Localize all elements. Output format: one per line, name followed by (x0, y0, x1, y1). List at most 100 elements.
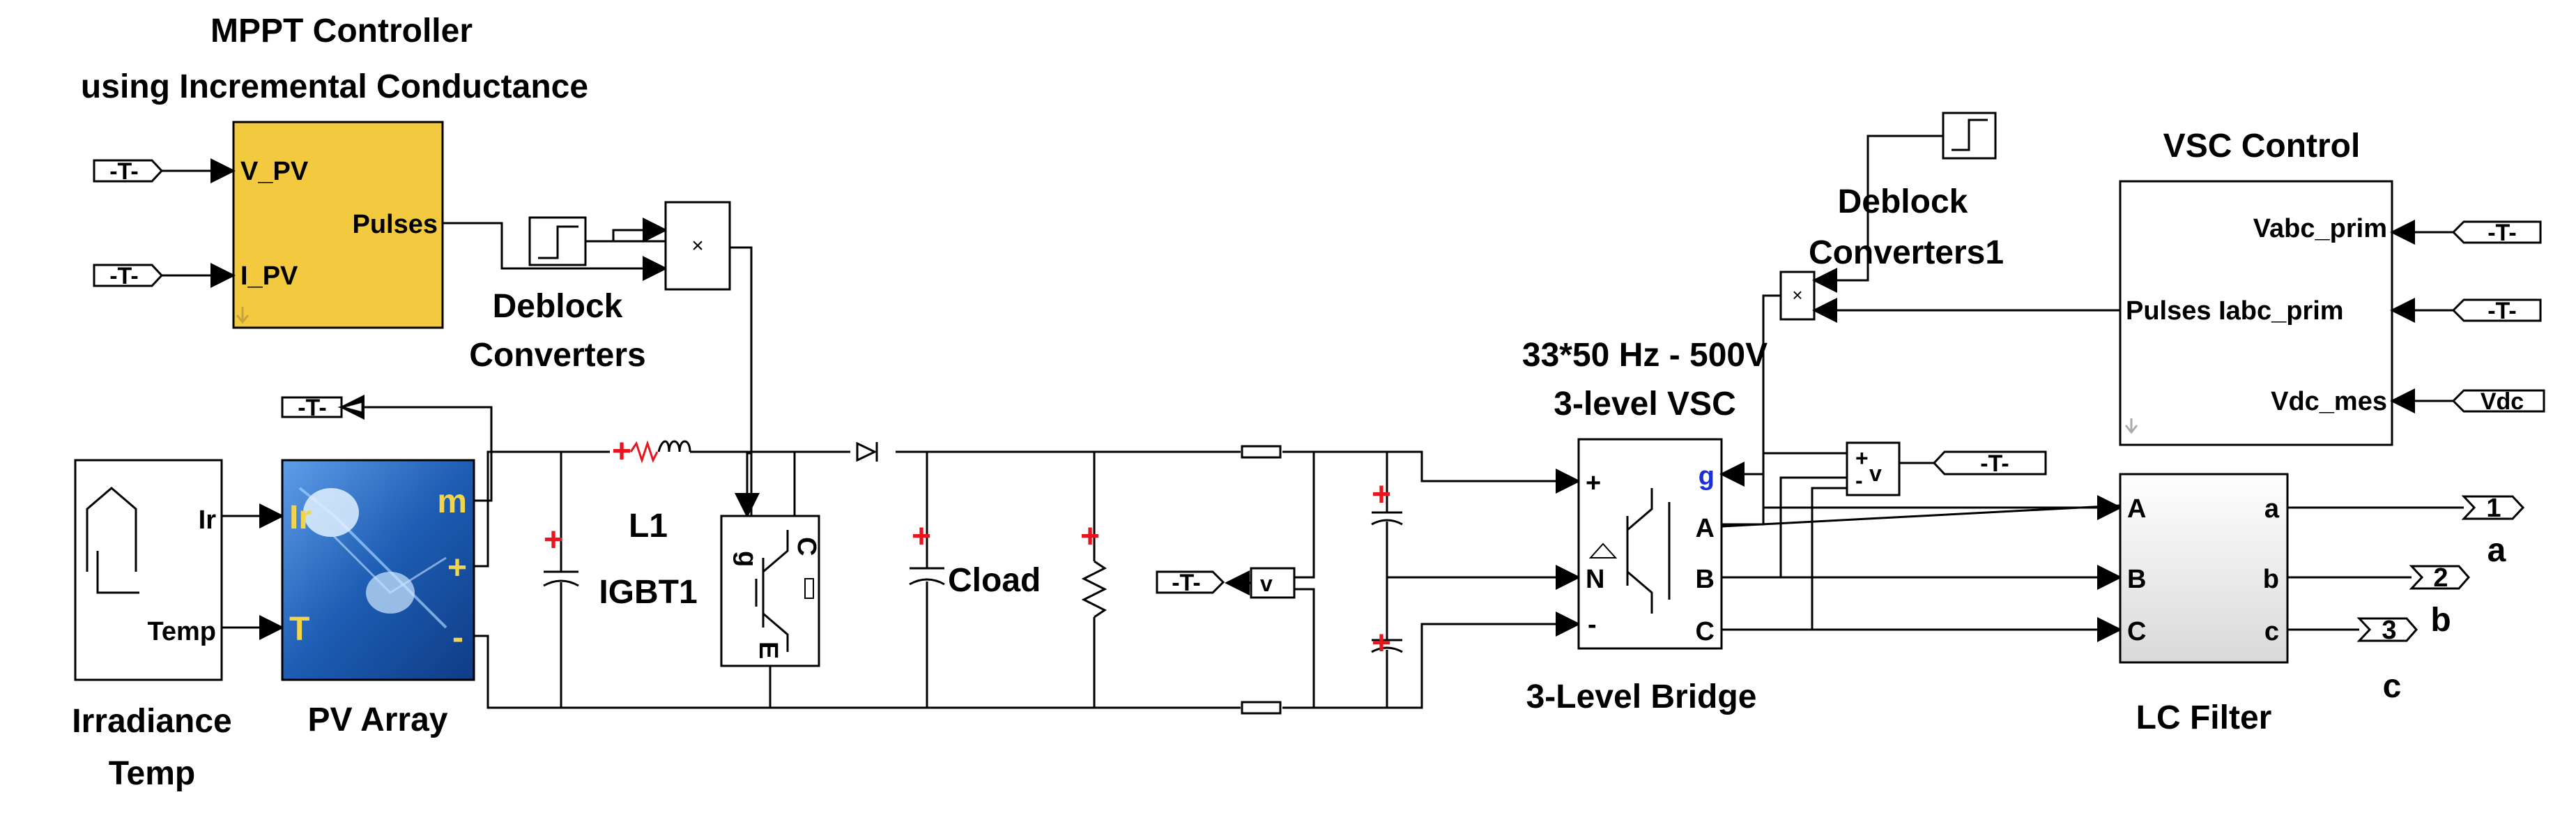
lc-port-b: b (2263, 565, 2279, 594)
irradiance-label: Irradiance (72, 703, 231, 740)
svg-text:-T-: -T- (2487, 298, 2517, 324)
deblock-label: Deblock (493, 288, 623, 325)
pv-port-t: T (289, 611, 309, 648)
product-block-2[interactable]: × (1779, 271, 1816, 321)
svg-text:Vdc: Vdc (2481, 388, 2524, 415)
bridge-port-a: A (1696, 514, 1715, 543)
voltage-measurement-dc[interactable]: v (1250, 567, 1296, 599)
svg-text:+: + (1080, 518, 1100, 555)
svg-text:v: v (1869, 461, 1882, 486)
l1-label: L1 (629, 508, 668, 545)
bridge-port-n: N (1586, 565, 1604, 594)
pv-port-minus: - (452, 619, 463, 656)
outport-a-label: a (2487, 532, 2506, 569)
cload-capacitor[interactable]: + (909, 452, 945, 708)
from-tag-vdc[interactable]: Vdc (2451, 388, 2545, 415)
vsc-title-line1: 33*50 Hz - 500V (1522, 337, 1768, 374)
lc-port-A: A (2127, 494, 2146, 524)
mppt-port-pulses: Pulses (352, 210, 438, 239)
dc-connector-top (1241, 445, 1282, 459)
vsc-port-pulses: Pulses Iabc_prim (2126, 296, 2344, 326)
from-tag-ipv[interactable]: -T- (93, 263, 164, 289)
inductor-l1[interactable]: + (612, 433, 691, 470)
svg-text:-T-: -T- (1172, 570, 1201, 596)
dc-connector-bottom (1241, 701, 1282, 715)
lc-port-B: B (2127, 565, 2146, 594)
pv-array-block[interactable] (281, 459, 475, 681)
cload-label: Cload (948, 562, 1041, 599)
bridge-port-c: C (1696, 617, 1715, 646)
dc-split-capacitors[interactable]: + + (1371, 452, 1403, 708)
vsc-port-vdc: Vdc_mes (2271, 387, 2387, 416)
lc-filter-block[interactable] (2119, 473, 2289, 664)
converters1-label: Converters1 (1809, 234, 2004, 271)
deblock1-label: Deblock (1838, 183, 1968, 220)
svg-text:-T-: -T- (109, 158, 139, 185)
svg-text:g: g (733, 551, 762, 567)
pv-port-ir: Ir (289, 499, 312, 536)
svg-text:-T-: -T- (2487, 220, 2517, 246)
voltage-measurement-ac[interactable]: + - v (1846, 441, 1901, 496)
irr-port-temp: Temp (147, 617, 216, 646)
bridge-label: 3-Level Bridge (1526, 678, 1757, 715)
svg-text:E: E (753, 641, 783, 659)
deblock-step-block[interactable] (528, 216, 668, 266)
from-tag-iabc[interactable]: -T- (2451, 298, 2542, 324)
outport-2[interactable]: 2 (2409, 563, 2470, 593)
pv-capacitor[interactable]: + (543, 452, 579, 708)
pv-port-plus: + (447, 549, 467, 586)
outport-3[interactable]: 3 (2356, 616, 2418, 645)
three-level-bridge-block[interactable] (1577, 438, 1723, 650)
vsc-port-vabc: Vabc_prim (2253, 214, 2387, 243)
outport-1[interactable]: 1 (2461, 494, 2525, 523)
bridge-port-minus: - (1588, 610, 1597, 639)
goto-tag-vdc-meas[interactable]: -T- (1156, 570, 1225, 596)
bridge-port-plus: + (1586, 469, 1601, 498)
svg-text:2: 2 (2433, 563, 2448, 593)
mask-arrow-icon (236, 307, 250, 324)
mask-arrow-icon-2 (2124, 418, 2138, 434)
svg-text:×: × (691, 234, 704, 257)
mppt-title-line2: using Incremental Conductance (81, 68, 588, 105)
deblock1-step-block[interactable] (1942, 112, 1997, 160)
outport-b-label: b (2430, 602, 2451, 639)
temp-label: Temp (109, 755, 195, 792)
goto-tag-vabc-meas[interactable]: -T- (1932, 450, 2047, 477)
mppt-port-vpv: V_PV (240, 157, 309, 186)
lc-filter-label: LC Filter (2136, 699, 2272, 736)
svg-text:-: - (1855, 468, 1863, 493)
svg-text:+: + (612, 433, 631, 470)
mppt-controller-block[interactable] (232, 121, 444, 329)
igbt1-block[interactable]: g C E (720, 452, 821, 708)
irr-port-ir: Ir (199, 506, 217, 535)
igbt1-label: IGBT1 (599, 574, 697, 611)
lc-port-a: a (2264, 494, 2280, 524)
pv-array-label: PV Array (308, 701, 448, 738)
from-tag-vpv[interactable]: -T- (93, 158, 164, 185)
mppt-port-ipv: I_PV (240, 261, 298, 291)
svg-text:v: v (1260, 571, 1273, 596)
svg-text:+: + (912, 518, 931, 555)
boost-diode[interactable] (856, 441, 878, 462)
svg-text:C: C (792, 537, 821, 556)
svg-text:+: + (544, 522, 563, 559)
svg-text:-T-: -T- (298, 395, 327, 421)
vsc-control-title: VSC Control (2163, 128, 2361, 165)
svg-text:-T-: -T- (1980, 450, 2009, 477)
svg-text:3: 3 (2382, 616, 2396, 645)
svg-text:1: 1 (2486, 494, 2501, 523)
lc-port-c: c (2264, 617, 2279, 646)
svg-text:×: × (1792, 284, 1802, 305)
goto-tag-pv-m[interactable]: -T- (281, 395, 343, 421)
mppt-title-line1: MPPT Controller (210, 13, 473, 50)
svg-text:-T-: -T- (109, 263, 139, 289)
vsc-control-block[interactable] (2119, 180, 2393, 446)
irradiance-temp-block[interactable] (74, 459, 223, 681)
product-block-1[interactable]: × (664, 201, 731, 291)
from-tag-vabc[interactable]: -T- (2451, 220, 2542, 246)
profile-waveform-icon (86, 487, 137, 572)
load-resistor[interactable]: + (1080, 452, 1107, 708)
svg-text:+: + (1855, 446, 1869, 471)
bridge-port-g: g (1699, 462, 1715, 491)
